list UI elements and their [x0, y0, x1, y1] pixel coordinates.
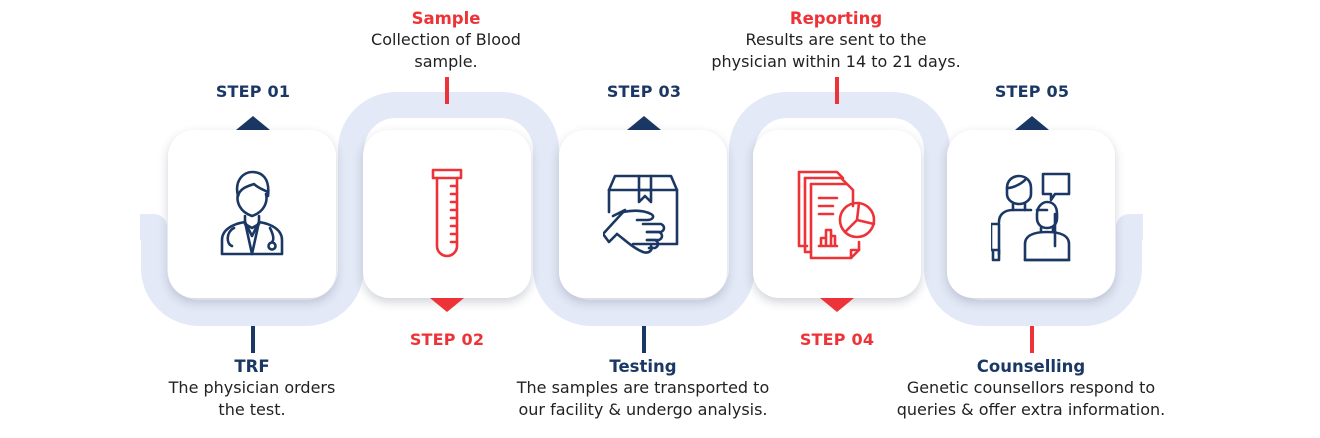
doctor-icon	[220, 170, 284, 256]
step-03-text-line-2: our facility & undergo analysis.	[518, 400, 768, 419]
step-01-description: TRF The physician orders the test.	[92, 357, 412, 421]
arrow-up-icon	[236, 116, 270, 130]
arrow-down-icon	[430, 298, 464, 312]
step-05-label: STEP 05	[994, 82, 1070, 101]
step-05-description: Counselling Genetic counsellors respond …	[871, 357, 1191, 421]
step-01-card	[168, 130, 336, 298]
step-03-description: Testing The samples are transported to o…	[483, 357, 803, 421]
step-04-card	[753, 130, 921, 298]
step-03-label: STEP 03	[606, 82, 682, 101]
step-01-text-line-1: The physician orders	[168, 378, 336, 397]
step-01-connector	[251, 326, 255, 353]
step-02-connector	[445, 77, 449, 104]
step-05-title: Counselling	[976, 357, 1086, 376]
step-01-text-line-2: the test.	[218, 400, 286, 419]
step-04-text-line-2: physician within 14 to 21 days.	[711, 52, 961, 71]
step-02-card	[363, 130, 531, 298]
package-hand-icon	[603, 174, 679, 254]
step-04-description: Reporting Results are sent to the physic…	[676, 9, 996, 73]
step-01-title: TRF	[234, 357, 270, 376]
step-02-text-line-1: Collection of Blood	[371, 30, 521, 49]
step-02-text-line-2: sample.	[414, 52, 478, 71]
step-03-text-line-1: The samples are transported to	[516, 378, 770, 397]
test-tube-icon	[431, 168, 463, 258]
step-04-label: STEP 04	[799, 330, 875, 349]
arrow-up-icon	[1015, 116, 1049, 130]
step-03-title: Testing	[609, 357, 677, 376]
report-chart-icon	[797, 170, 876, 260]
step-04-title: Reporting	[789, 9, 883, 28]
step-03-connector	[642, 326, 646, 353]
step-05-text-line-2: queries & offer extra information.	[896, 400, 1166, 419]
step-02-title: Sample	[411, 9, 481, 28]
arrow-up-icon	[627, 116, 661, 130]
step-01-label: STEP 01	[215, 82, 291, 101]
step-02-description: Sample Collection of Blood sample.	[286, 9, 606, 73]
step-02-label: STEP 02	[409, 330, 485, 349]
step-04-connector	[835, 77, 839, 104]
step-03-card	[559, 130, 727, 298]
arrow-down-icon	[820, 298, 854, 312]
step-04-text-line-1: Results are sent to the	[745, 30, 927, 49]
counselling-icon	[991, 172, 1071, 262]
step-05-text-line-1: Genetic counsellors respond to	[906, 378, 1156, 397]
step-05-card	[947, 130, 1115, 298]
step-05-connector	[1030, 326, 1034, 353]
